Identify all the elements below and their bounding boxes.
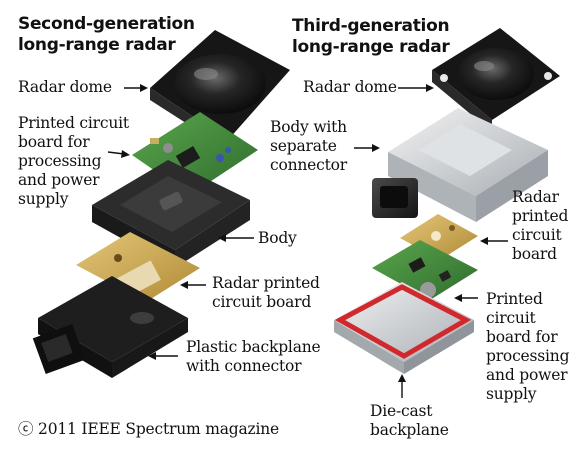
right-label-backplane: Die-cast backplane — [370, 402, 449, 439]
left-title: Second-generation long-range radar — [18, 14, 195, 56]
right-label-body: Body with separate connector — [270, 118, 348, 174]
arrow-heads — [121, 84, 488, 382]
left-label-radar-pcb: Radar printed circuit board — [212, 274, 320, 311]
right-separate-connector — [372, 178, 418, 218]
right-radar-dome — [432, 28, 560, 132]
right-body — [388, 108, 548, 222]
left-label-processing-pcb: Printed circuit board for processing and… — [18, 114, 129, 208]
left-label-backplane: Plastic backplane with connector — [186, 338, 321, 375]
left-title-line-2: long-range radar — [18, 35, 176, 55]
leader-arrows — [107, 87, 508, 398]
left-backplane — [32, 276, 188, 378]
copyright-notice: ⓒ 2011 IEEE Spectrum magazine — [18, 420, 280, 438]
left-label-body: Body — [258, 229, 297, 247]
left-label-radar-dome: Radar dome — [18, 78, 112, 96]
left-title-line-1: Second-generation — [18, 14, 195, 34]
right-label-radar-dome: Radar dome — [303, 78, 397, 96]
right-label-processing-pcb: Printed circuit board for processing and… — [486, 290, 570, 403]
right-title: Third-generation long-range radar — [292, 16, 450, 58]
right-title-line-1: Third-generation — [292, 16, 450, 36]
right-die-cast-backplane — [334, 282, 474, 374]
right-label-radar-pcb: Radar printed circuit board — [512, 188, 569, 263]
right-title-line-2: long-range radar — [292, 37, 450, 57]
